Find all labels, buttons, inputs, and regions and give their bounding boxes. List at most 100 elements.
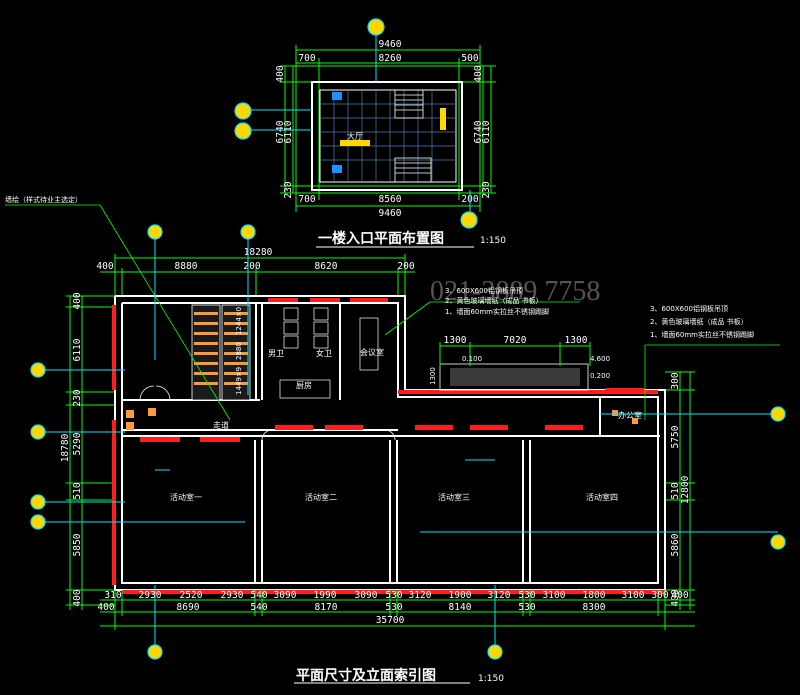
axis-marker-icon (234, 102, 252, 120)
b1-dim: 3090 (355, 590, 378, 601)
b2-dim: 540 (250, 602, 267, 613)
main-left-dim-3: 230 (72, 389, 83, 406)
axis-marker-icon (487, 644, 503, 660)
main-left-dim-4: 5290 (72, 432, 83, 455)
room-meeting: 会议室 (360, 347, 384, 357)
b2-dim: 8690 (177, 602, 200, 613)
top-dim-3: 500 (461, 53, 478, 64)
right-dim-4: 230 (481, 181, 492, 198)
note-b-1: 3、600X600铝钢板吊顶 (650, 304, 728, 313)
main-top-dim-2: 8880 (175, 261, 198, 272)
annotations: 墙绘（样式待业主选定） 3、600X600铝钢板吊顶 2、黄色玻璃墙纸（成品 书… (5, 195, 780, 421)
wall-note: 墙绘（样式待业主选定） (5, 195, 82, 204)
left-dim-2: 6740 (275, 120, 286, 143)
b1-dim: 3120 (488, 590, 511, 601)
main-right-dim-2: 5750 (670, 425, 681, 448)
room-office: 办公室 (618, 410, 642, 420)
main-plan-title-block: 平面尺寸及立面索引图 1:150 (294, 667, 504, 684)
b1-dim: 400 (671, 590, 688, 601)
entrance-plan: 9460 700 8260 500 700 8560 200 9460 400 … (234, 18, 506, 248)
top-dim-1: 700 (298, 53, 315, 64)
b1-dim: 540 (250, 590, 267, 601)
lobby-label: 大厅 (347, 131, 363, 141)
elev-dim-1: 1300 (444, 335, 467, 346)
b1-dim: 530 (518, 590, 535, 601)
b1-dim: 2930 (139, 590, 162, 601)
right-dim-2: 6740 (473, 120, 484, 143)
axis-marker-icon (30, 494, 46, 510)
room-activity-2: 活动室二 (305, 492, 337, 502)
main-plan-scale: 1:150 (478, 674, 504, 684)
room-corridor: 走道 (213, 420, 229, 430)
top-dim-2: 8260 (379, 53, 402, 64)
b2-dim: 530 (518, 602, 535, 613)
axis-marker-icon (30, 514, 46, 530)
b2-dim: 8140 (449, 602, 472, 613)
main-top-dim-4: 8620 (315, 261, 338, 272)
b1-dim: 3120 (409, 590, 432, 601)
axis-marker-icon (770, 406, 786, 422)
main-left-dim-6: 5850 (72, 533, 83, 556)
b1-dim: 1990 (314, 590, 337, 601)
b1-dim: 3100 (622, 590, 645, 601)
bottom-dim-1: 700 (298, 194, 315, 205)
b1-dim: 3100 (543, 590, 566, 601)
axis-marker-icon (367, 18, 385, 36)
bottom-overall: 35700 (376, 615, 405, 626)
b1-dim: 300 (651, 590, 668, 601)
b1-dim: 3090 (274, 590, 297, 601)
room-toilet-f: 女卫 (316, 348, 332, 358)
bottom-dim-2: 8560 (379, 194, 402, 205)
main-top-dim-1: 400 (96, 261, 113, 272)
bottom-dim-row-1: 310 2930 2520 2930 540 3090 1990 3090 53… (104, 590, 688, 601)
top-overall-dim: 9460 (379, 39, 402, 50)
main-right-dim-4: 5860 (670, 533, 681, 556)
b1-dim: 530 (385, 590, 402, 601)
left-dim-1: 400 (275, 65, 286, 82)
main-right-dim-1: 300 (670, 372, 681, 389)
section-markers (30, 224, 786, 660)
room-activity-4: 活动室四 (586, 492, 618, 502)
main-left-dim-1: 400 (72, 292, 83, 309)
entrance-plan-scale: 1:150 (480, 236, 506, 246)
room-activity-1: 活动室一 (170, 492, 202, 502)
main-left-overall: 18780 (60, 433, 71, 462)
entrance-plan-title: 一楼入口平面布置图 (318, 230, 444, 247)
note-a-2: 2、黄色玻璃墙纸（成品 书板） (445, 296, 543, 305)
b1-dim: 1800 (583, 590, 606, 601)
b2-dim: 8170 (315, 602, 338, 613)
main-top-overall: 18280 (244, 247, 273, 258)
elev-level-2: 4.600 (590, 355, 610, 363)
elev-dim-2: 7020 (504, 335, 527, 346)
note-b-2: 2、黄色玻璃墙纸（成品 书板） (650, 317, 748, 326)
main-plan: 18280 400 8880 200 8620 200 18780 400 61… (60, 247, 695, 630)
b0-dim: 400 (97, 602, 114, 613)
b1-dim: 310 (104, 590, 121, 601)
b2-dim: 8300 (583, 602, 606, 613)
left-dim-3: 6110 (283, 120, 294, 143)
note-a-3: 1、墙面60mm实拉丝不锈钢踢脚 (445, 307, 549, 316)
elev-side-dim: 1300 (429, 367, 437, 385)
bottom-overall-dim: 9460 (379, 208, 402, 219)
axis-marker-icon (30, 362, 46, 378)
axis-marker-icon (460, 211, 478, 229)
main-left-dim-7: 400 (72, 589, 83, 606)
main-right-dim-5: 400 (670, 589, 681, 606)
main-right-overall: 12800 (680, 475, 691, 504)
right-dim-3: 6110 (481, 120, 492, 143)
elev-level-1: 0.100 (462, 355, 482, 363)
main-plan-title: 平面尺寸及立面索引图 (296, 667, 436, 684)
main-top-dim-3: 200 (243, 261, 260, 272)
axis-marker-icon (234, 122, 252, 140)
axis-marker-icon (770, 534, 786, 550)
main-left-dim-2: 6110 (72, 338, 83, 361)
stair-dim-3: 1244×0 (235, 307, 243, 335)
b1-dim: 2520 (180, 590, 203, 601)
right-dim-1: 400 (473, 65, 484, 82)
main-top-dim-5: 200 (397, 261, 414, 272)
elev-dim-3: 1300 (565, 335, 588, 346)
axis-marker-icon (30, 424, 46, 440)
main-right-dim-3: 510 (670, 482, 681, 499)
room-kitchen: 厨房 (296, 380, 312, 390)
